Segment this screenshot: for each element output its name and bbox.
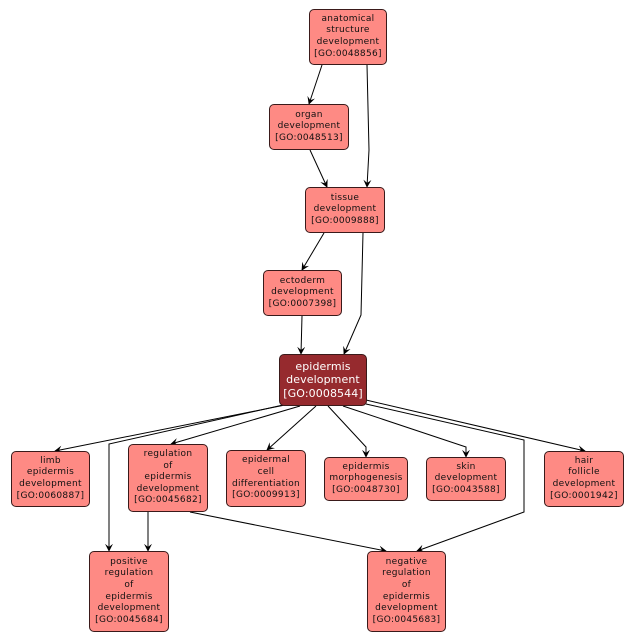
go-term-label-line: epidermis (26, 467, 75, 478)
edge-GO0009888-to-GO0008544 (343, 232, 364, 355)
go-term-id: [GO:0043588] (432, 484, 500, 495)
go-term-label-line: follicle (568, 467, 600, 478)
go-term-label-line: structure (326, 25, 370, 36)
edge-GO0008544-to-GO0045683 (365, 403, 525, 553)
go-term-label-line: regulation (143, 449, 193, 460)
go-term-id: [GO:0045682] (134, 495, 202, 506)
go-term-id: [GO:0001942] (550, 490, 618, 501)
go-term-id: [GO:0045683] (372, 614, 441, 625)
go-term-label-line: hair (574, 455, 594, 466)
go-term-id: [GO:0060887] (16, 490, 85, 501)
go-term-label-line: positive (110, 556, 148, 567)
go-term-label-line: development (271, 287, 334, 298)
go-term-id: [GO:0007398] (268, 298, 337, 309)
go-term-label-line: development (552, 479, 616, 489)
edge-GO0007398-to-GO0008544 (297, 315, 306, 355)
go-term-label-line: ectoderm (279, 275, 326, 286)
go-term-id: [GO:0048856] (314, 48, 382, 59)
go-term-label-line: epidermis (295, 359, 351, 373)
go-term-label-line: development (375, 603, 438, 614)
go-term-label-line: epidermis (382, 591, 431, 602)
go-term-label-line: development (136, 483, 200, 494)
edge-GO0048856-to-GO0048513 (307, 64, 323, 105)
go-term-label-line: skin (456, 461, 476, 472)
go-term-id: [GO:0048513] (275, 132, 343, 143)
go-term-label-line: of (124, 579, 134, 590)
go-term-label-line: epidermis (144, 472, 192, 483)
go-term-label-line: differentiation (231, 478, 301, 489)
go-term-label-line: limb (40, 455, 61, 466)
go-term-label-line: development (316, 37, 380, 47)
go-term-id: [GO:0008544] (283, 386, 363, 400)
go-term-id: [GO:0045684] (95, 614, 163, 625)
go-term-id: [GO:0009888] (311, 215, 379, 226)
go-term-label-line: negative (385, 556, 428, 567)
go-term-label-line: regulation (104, 568, 154, 579)
go-term-label-line: morphogenesis (329, 473, 403, 484)
edge-GO0009888-to-GO0007398 (301, 232, 325, 271)
go-term-label-line: epidermis (342, 461, 390, 472)
edge-GO0008544-to-GO0045682 (170, 405, 301, 446)
go-term-id: [GO:0009913] (232, 490, 300, 501)
go-term-label-line: development (19, 479, 82, 489)
go-term-label-line: of (401, 579, 412, 590)
go-term-id: [GO:0048730] (332, 484, 400, 495)
edge-GO0008544-to-GO0048730 (327, 405, 370, 458)
go-term-label-line: organ (295, 109, 323, 120)
go-term-label-line: development (313, 204, 377, 215)
edge-GO0008544-to-GO0045684 (105, 404, 284, 552)
edge-GO0008544-to-GO0001942 (365, 399, 586, 454)
go-term-label-line: tissue (330, 192, 360, 203)
go-term-label-line: epidermis (105, 591, 153, 602)
go-term-label-line: of (163, 460, 173, 471)
go-term-label-line: cell (257, 466, 275, 477)
go-term-label-line: development (434, 473, 498, 484)
go-term-label-line: regulation (382, 568, 431, 579)
edge-GO0048856-to-GO0009888 (363, 64, 372, 188)
go-term-label-line: development (97, 603, 161, 614)
go-term-label-line: development (277, 121, 341, 132)
edge-GO0008544-to-GO0009913 (266, 405, 317, 451)
edge-GO0045682-to-GO0045683 (189, 511, 387, 554)
go-term-label-line: anatomical (321, 13, 375, 24)
edge-GO0008544-to-GO0043588 (342, 405, 470, 458)
go-term-label-line: development (286, 373, 360, 387)
edge-GO0048513-to-GO0009888 (309, 149, 328, 188)
go-term-label-line: epidermal (241, 455, 291, 466)
